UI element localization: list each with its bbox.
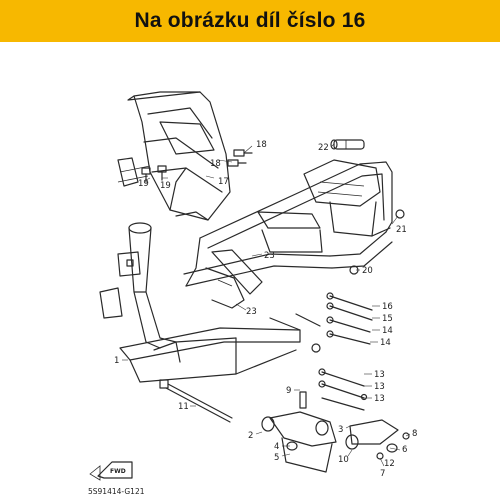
callout-13-c: 13 xyxy=(374,394,385,404)
part-22-bushing xyxy=(330,139,365,150)
callout-16: 16 xyxy=(382,302,393,312)
callout-13-b: 13 xyxy=(374,382,385,392)
callout-10: 10 xyxy=(338,455,349,465)
callout-6: 6 xyxy=(402,445,407,455)
callout-7: 7 xyxy=(380,469,385,479)
rear-carrier-part xyxy=(117,91,231,221)
callout-20: 20 xyxy=(362,266,373,276)
carrier-bolts-part xyxy=(141,149,253,183)
callout-17: 17 xyxy=(218,177,229,187)
callout-3: 3 xyxy=(338,425,343,435)
washers-part xyxy=(311,209,405,353)
callout-21: 21 xyxy=(396,225,407,235)
callout-9: 9 xyxy=(286,386,291,396)
fwd-label: FWD xyxy=(110,468,126,475)
callout-19-left: 19 xyxy=(138,179,149,189)
callout-15: 15 xyxy=(382,314,393,324)
callout-5: 5 xyxy=(274,453,279,463)
callout-12: 12 xyxy=(384,459,395,469)
callout-4: 4 xyxy=(274,442,279,452)
fwd-arrow-icon: FWD xyxy=(89,461,133,481)
title-text: Na obrázku díl číslo 16 xyxy=(134,9,366,32)
callout-2: 2 xyxy=(248,431,253,441)
callout-1: 1 xyxy=(114,356,119,366)
callout-13-a: 13 xyxy=(374,370,385,380)
callout-14-b: 14 xyxy=(380,338,391,348)
callout-14-a: 14 xyxy=(382,326,393,336)
callout-18-low: 18 xyxy=(210,159,221,169)
right-bolts-part xyxy=(318,292,373,411)
callout-23-lower: 23 xyxy=(246,307,257,317)
diagram-code: 5S91414-G121 xyxy=(88,487,145,496)
callout-11: 11 xyxy=(178,402,189,412)
callouts: 18 18 19 19 17 22 23 23 20 21 16 15 14 1… xyxy=(114,140,417,479)
title-banner: Na obrázku díl číslo 16 xyxy=(0,0,500,42)
main-frame-part xyxy=(183,159,393,309)
head-tube-part xyxy=(99,222,321,383)
callout-8: 8 xyxy=(412,429,417,439)
callout-22: 22 xyxy=(318,143,329,153)
engine-mount-part xyxy=(261,391,410,473)
callout-19-right: 19 xyxy=(160,181,171,191)
callout-23-upper: 23 xyxy=(264,251,275,261)
leader-lines xyxy=(122,143,411,467)
long-bolt-11-part xyxy=(159,379,233,423)
exploded-parts-diagram: 18 18 19 19 17 22 23 23 20 21 16 15 14 1… xyxy=(88,91,417,496)
callout-18-top: 18 xyxy=(256,140,267,150)
